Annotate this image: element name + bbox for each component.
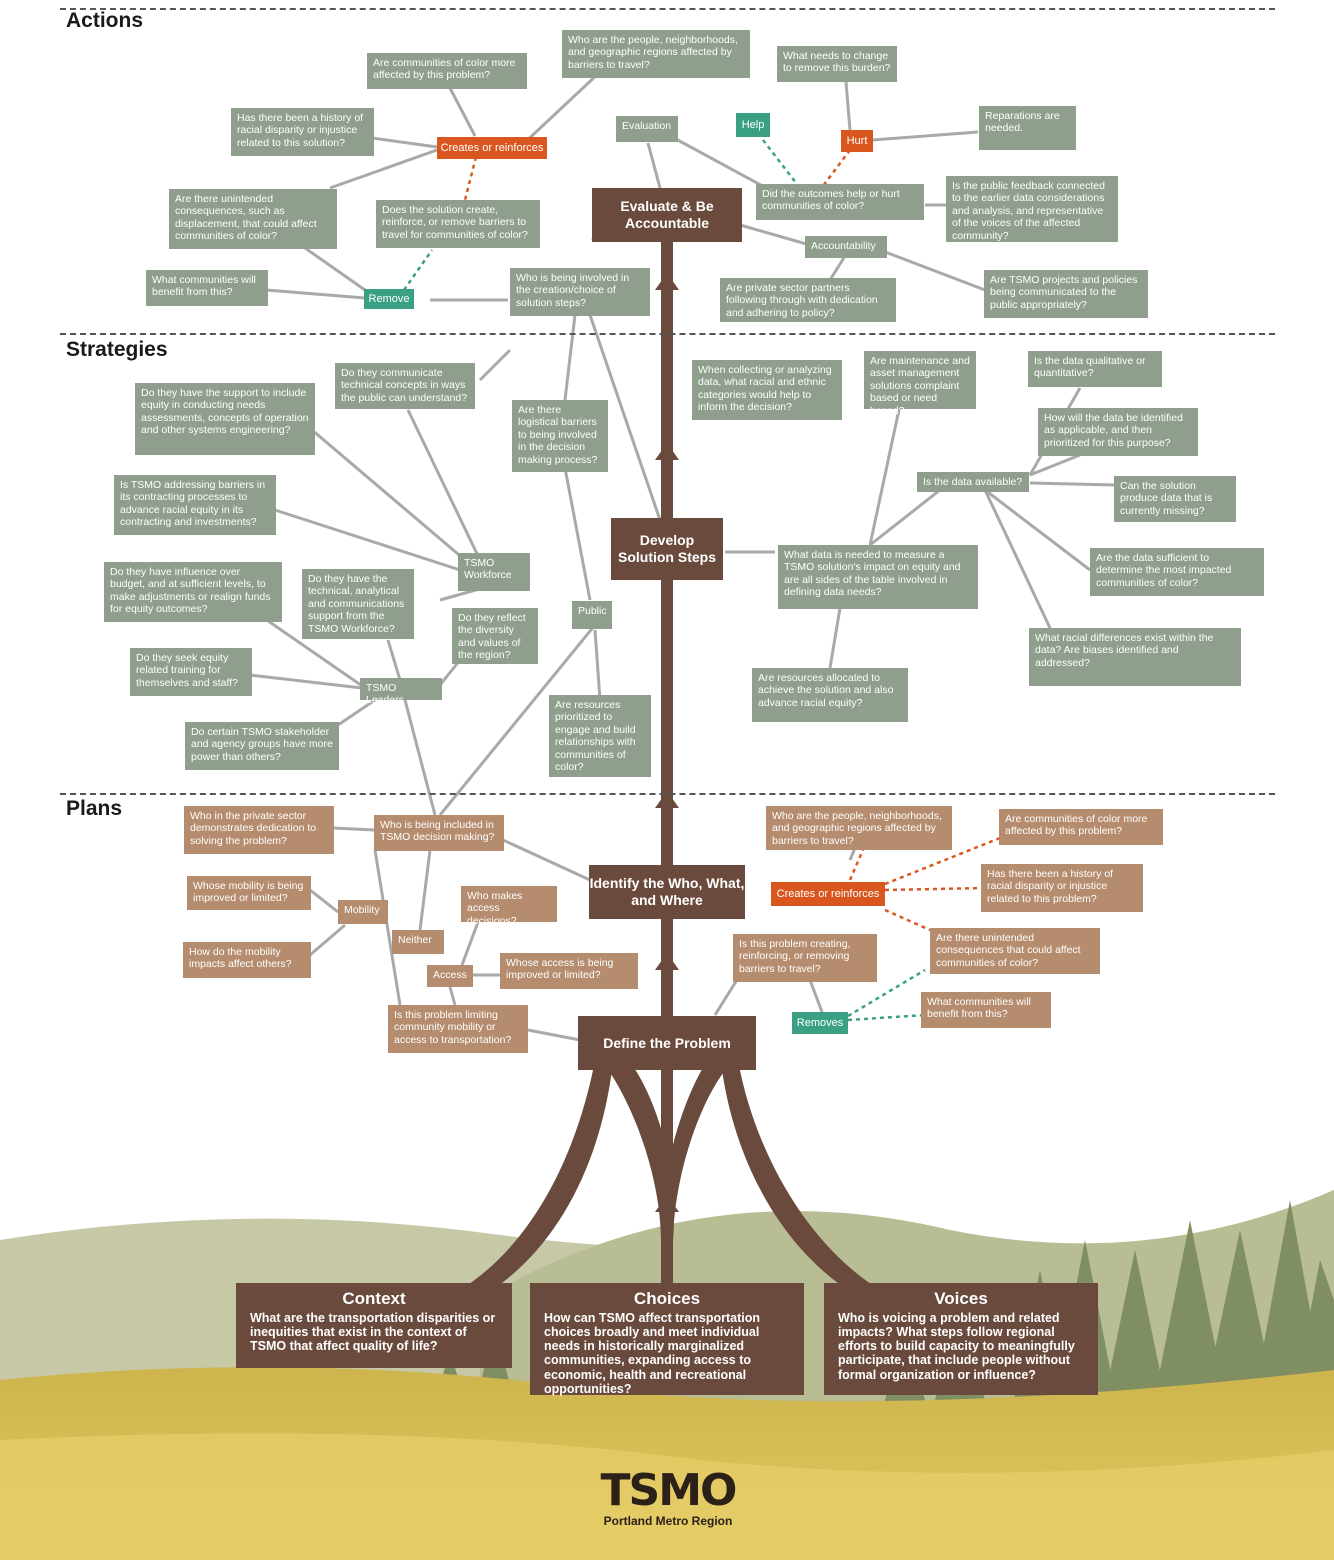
question-box: Do they reflect the diversity and values… — [452, 608, 538, 664]
root-choices-title: Choices — [633, 1289, 701, 1308]
question-box: Is the public feedback connected to the … — [946, 176, 1118, 242]
label-mobility: Mobility — [338, 900, 388, 924]
section-title-strategies: Strategies — [66, 338, 168, 361]
question-box: Does the solution create, reinforce, or … — [376, 200, 540, 248]
hub-identify: Identify the Who, What, and Where — [589, 865, 745, 919]
root-voices-text: Who is voicing a problem and related imp… — [838, 1311, 1075, 1382]
question-box: Do they communicate technical concepts i… — [335, 363, 475, 409]
root-choices: Choices How can TSMO affect transportati… — [530, 1283, 804, 1396]
tag-removes: Removes — [792, 1012, 848, 1034]
question-box: What data is needed to measure a TSMO so… — [778, 545, 978, 609]
logo-subtitle: Portland Metro Region — [603, 1514, 733, 1528]
question-box: Are maintenance and asset management sol… — [864, 351, 976, 417]
question-box: Is the data available? — [917, 472, 1029, 492]
question-box: Do certain TSMO stakeholder and agency g… — [185, 722, 339, 770]
question-box: Are TSMO projects and policies being com… — [984, 270, 1148, 318]
strategies-divider — [60, 333, 1275, 335]
tag-remove: Remove — [364, 289, 414, 309]
question-box: Who in the private sector demonstrates d… — [184, 806, 334, 854]
root-context-text: What are the transportation disparities … — [250, 1311, 496, 1354]
root-context: Context What are the transportation disp… — [236, 1283, 512, 1368]
question-box: Are communities of color more affected b… — [999, 809, 1163, 845]
label-evaluation: Evaluation — [616, 116, 678, 142]
question-box: Is the data qualitative or quantitative? — [1028, 351, 1162, 387]
section-title-plans: Plans — [66, 797, 123, 820]
question-box: Are resources prioritized to engage and … — [549, 695, 651, 777]
question-box: Who makes access decisions? — [461, 886, 557, 927]
root-context-title: Context — [342, 1289, 406, 1308]
question-box: Are there unintended consequences that c… — [930, 928, 1100, 974]
question-box: Do they have the technical, analytical a… — [302, 569, 414, 639]
question-box: Reparations are needed. — [979, 106, 1076, 150]
root-voices-title: Voices — [934, 1289, 988, 1308]
hub-define: Define the Problem — [578, 1016, 756, 1070]
question-box: Who are the people, neighborhoods, and g… — [766, 806, 952, 850]
question-box: What needs to change to remove this burd… — [777, 46, 897, 82]
root-choices-text: How can TSMO affect transportation choic… — [544, 1311, 760, 1396]
question-box: Are private sector partners following th… — [720, 278, 896, 322]
question-box: Has there been a history of racial dispa… — [231, 108, 374, 156]
question-box: Is TSMO addressing barriers in its contr… — [114, 475, 276, 535]
tag-help: Help — [736, 113, 770, 137]
question-box: Are resources allocated to achieve the s… — [752, 668, 908, 722]
label-tsmo-workforce: TSMO Workforce — [458, 553, 530, 591]
tag-hurt: Hurt — [841, 130, 873, 152]
question-box: Whose mobility is being improved or limi… — [187, 876, 311, 910]
tsmo-logo: TSMO Portland Metro Region — [597, 1465, 739, 1529]
hub-develop: Develop Solution Steps — [611, 518, 723, 580]
actions-divider — [60, 8, 1275, 10]
section-title-actions: Actions — [66, 9, 144, 32]
label-access: Access — [427, 965, 473, 987]
question-box: Do they have influence over budget, and … — [104, 562, 282, 622]
question-box: Who is being included in TSMO decision m… — [374, 815, 504, 851]
tag-creates-or-reinforces: Creates or reinforces — [437, 137, 547, 159]
question-box: How do the mobility impacts affect other… — [183, 942, 311, 978]
question-box: How will the data be identified as appli… — [1038, 408, 1198, 456]
plans-divider — [60, 793, 1275, 795]
question-box: What racial differences exist within the… — [1029, 628, 1241, 686]
label-accountability: Accountability — [805, 236, 887, 258]
question-box: Is this problem limiting community mobil… — [388, 1005, 528, 1053]
question-box: Is this problem creating, reinforcing, o… — [733, 934, 877, 982]
question-box: Who are the people, neighborhoods, and g… — [562, 30, 750, 78]
question-box: Do they have the support to include equi… — [135, 383, 315, 455]
logo-mark: TSMO — [600, 1465, 738, 1516]
label-tsmo-leaders: TSMO Leaders — [360, 678, 442, 706]
question-box: Are the data sufficient to determine the… — [1090, 548, 1264, 596]
tag-creates-or-reinforces: Creates or reinforces — [771, 882, 885, 906]
question-box: Did the outcomes help or hurt communitie… — [756, 184, 924, 220]
question-box: When collecting or analyzing data, what … — [692, 360, 842, 420]
question-box: Has there been a history of racial dispa… — [981, 864, 1143, 912]
question-box: Are there logistical barriers to being i… — [512, 400, 608, 472]
question-box: Are communities of color more affected b… — [367, 53, 527, 89]
question-box: What communities will benefit from this? — [921, 992, 1051, 1028]
question-box: Are there unintended consequences, such … — [169, 189, 337, 249]
hub-evaluate: Evaluate & Be Accountable — [592, 188, 742, 242]
question-box: Do they seek equity related training for… — [130, 648, 252, 696]
question-box: Who is being involved in the creation/ch… — [510, 268, 650, 316]
label-neither: Neither — [392, 930, 444, 954]
question-box: Can the solution produce data that is cu… — [1114, 476, 1236, 522]
label-public: Public — [572, 601, 612, 629]
question-box: What communities will benefit from this? — [146, 270, 268, 306]
root-voices: Voices Who is voicing a problem and rela… — [824, 1283, 1098, 1395]
question-box: Whose access is being improved or limite… — [500, 953, 638, 989]
